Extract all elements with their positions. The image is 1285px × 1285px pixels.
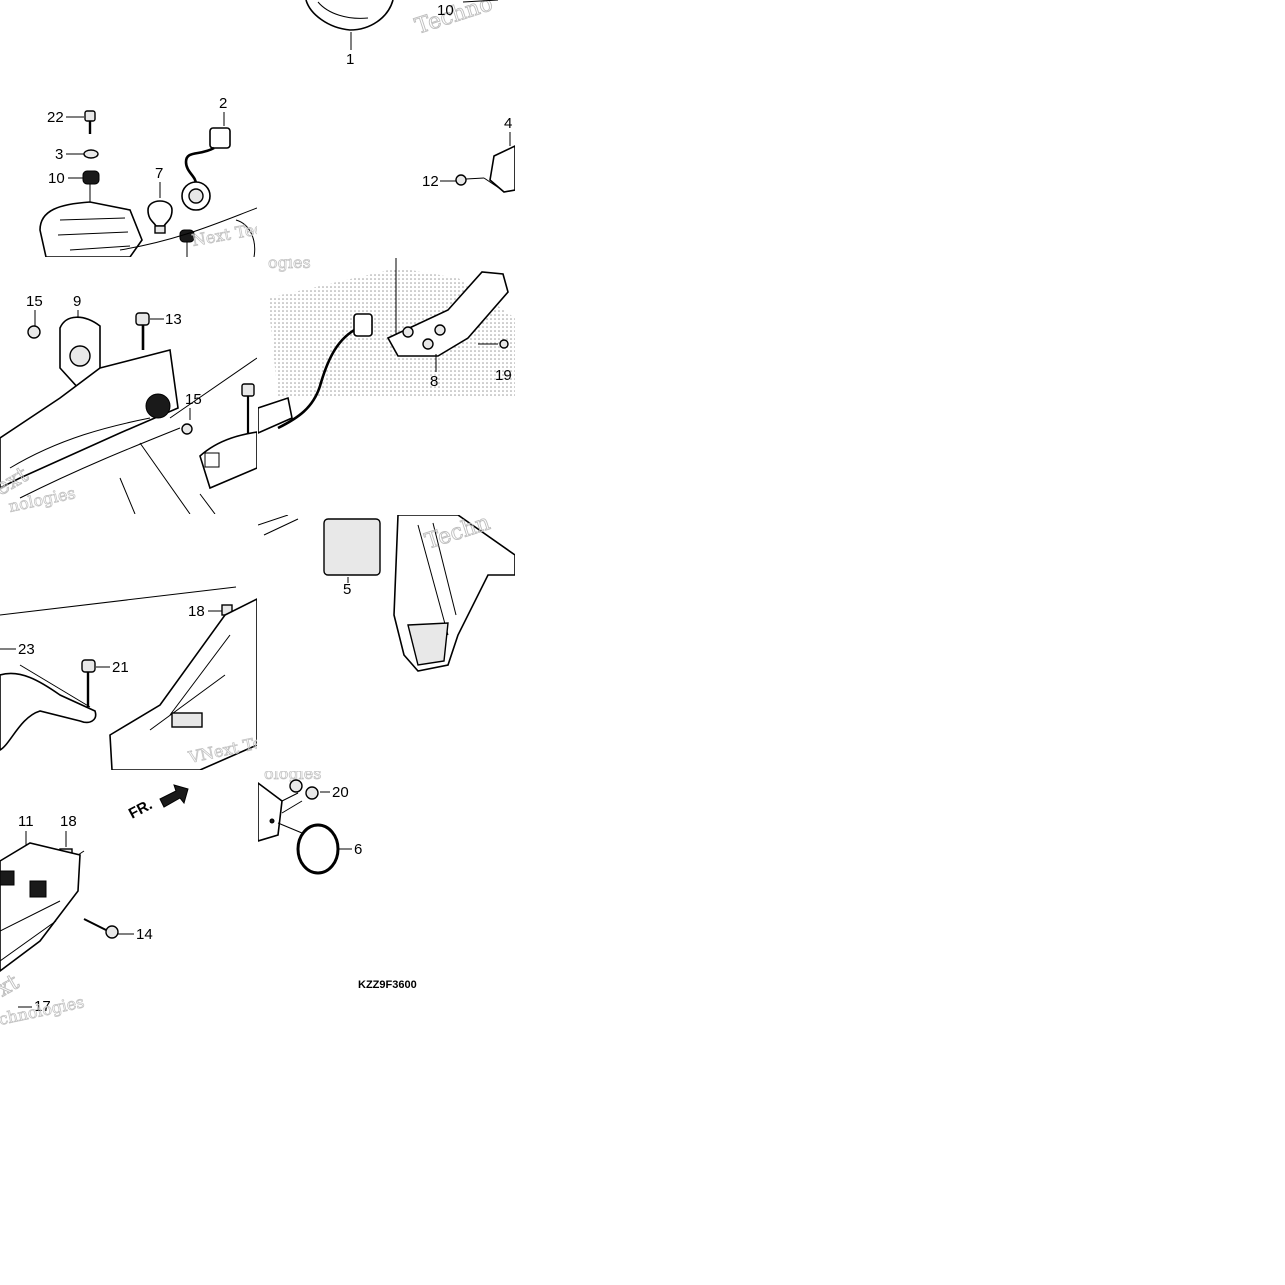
grommet-10 [82,170,100,185]
watermark-ogies: ogies [268,258,311,272]
callout-12: 12 [422,173,439,190]
callout-1: 1 [346,51,354,68]
drawing-code: KZZ9F3600 [358,979,417,991]
callout-6: 6 [354,841,362,858]
tile-bulb-socket-drawing: 22 3 10 7 2 [39,95,257,257]
callout-20: 20 [332,784,349,801]
tile-reflector-bracket: 4 12 [258,90,515,257]
headlight-cover-part [305,0,394,31]
callout-14: 14 [136,926,153,943]
tile-grommet-ring-drawing: ologies 20 6 KZZ9F3600 [258,771,417,991]
tile-headlight-cover-drawing: Techno 10 1 [305,0,499,68]
bolt-15a [27,325,41,339]
watermark-ologies: ologies [264,771,321,783]
rear-fender [109,598,257,770]
bolt-15b [181,423,193,435]
undercover-11 [0,842,81,972]
watermark-xt: xt [0,970,24,1002]
bolt-13 [135,312,150,326]
callout-11: 11 [18,813,34,830]
callout-9: 9 [73,293,81,310]
tile-harness-bracket-drawing: ogies 8 19 [258,258,515,434]
callout-15a: 15 [26,293,43,310]
washer-3 [83,149,99,159]
tile-reflector: 5 Techn [258,515,515,770]
callout-23: 23 [18,641,35,658]
callout-10b: 10 [48,170,65,187]
callout-18b: 18 [60,813,77,830]
tile-headlight-cover: Techno 10 1 [258,0,515,72]
callout-4: 4 [504,115,512,132]
tile-undercover: FR. 11 18 14 17 xt chnologies [0,771,257,1028]
tile-reflector-drawing: 5 Techn [258,515,515,672]
tile-rear-fender: 18 23 21 VNext Tec [0,515,257,770]
callout-22: 22 [47,109,64,126]
nut-20b [305,786,319,800]
bracket-4 [489,145,515,193]
leader-10 [462,0,499,3]
bolt-14 [105,925,119,939]
tile-harness-bracket: ogies 8 19 [258,258,515,514]
connector-harness [353,313,373,337]
panel-edge [258,782,283,842]
tile-reflector-bracket-drawing: 4 12 [422,115,515,193]
reflector-5 [323,518,381,576]
tile-rear-frame-drawing: 15 9 13 15 ext nologies [0,293,257,514]
callout-3: 3 [55,146,63,163]
ring-6 [296,823,340,875]
tile-grommet-ring: ologies 20 6 KZZ9F3600 [258,771,515,1028]
dotted-logo-area [268,268,515,398]
callout-7: 7 [155,165,163,182]
headlight-cover-inner [317,1,369,19]
callout-2: 2 [219,95,227,112]
screw-12 [455,174,467,186]
tail-housing [39,201,143,257]
watermark-next-tec: Next Tec [190,219,257,250]
callout-17: 17 [34,998,51,1015]
tail-frame [0,349,179,489]
fr-arrow [159,784,189,808]
fr-marker: FR. [126,796,155,822]
watermark-techno: Techno [412,0,496,40]
callout-18a: 18 [188,603,205,620]
wire-harness [277,326,359,430]
tile-rear-fender-drawing: 18 23 21 VNext Tec [0,586,257,770]
connector-2 [209,127,231,149]
callout-19: 19 [495,367,512,384]
tile-bulb-socket: 22 3 10 7 2 [0,90,257,257]
nut-20a [289,779,303,793]
wire-2 [184,146,215,185]
fender-stay [0,672,97,751]
callout-15b: 15 [185,391,202,408]
callout-5: 5 [343,581,351,598]
screw-19 [499,339,509,349]
tile-rear-frame: 15 9 13 15 ext nologies [0,258,257,514]
callout-13: 13 [165,311,182,328]
callout-8: 8 [430,373,438,390]
bulb-7 [147,200,173,227]
bolt-22 [84,110,96,122]
tile-undercover-drawing: FR. 11 18 14 17 xt chnologies [0,784,189,1028]
bolt-21 [81,659,96,673]
callout-10: 10 [437,2,454,19]
callout-21: 21 [112,659,129,676]
bracket-8 [386,271,509,357]
